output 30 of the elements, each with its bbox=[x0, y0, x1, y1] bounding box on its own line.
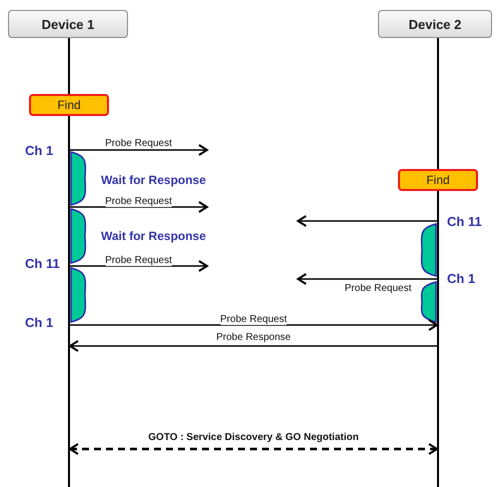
channel-label: Ch 11 bbox=[447, 214, 482, 229]
wait-note: Wait for Response bbox=[101, 173, 206, 187]
arrow bbox=[70, 144, 208, 156]
edge-label: Probe Response bbox=[216, 332, 291, 343]
arrow bbox=[297, 215, 437, 227]
find-box: Find bbox=[398, 169, 478, 191]
channel-label: Ch 1 bbox=[25, 315, 54, 330]
find-box: Find bbox=[29, 94, 109, 116]
lifeline bbox=[437, 191, 439, 487]
edge-label: Probe Request bbox=[220, 314, 287, 325]
lifeline bbox=[68, 116, 70, 487]
device-box: Device 1 bbox=[8, 10, 128, 38]
edge-label: Probe Request bbox=[344, 283, 412, 294]
channel-label: Ch 11 bbox=[25, 256, 60, 271]
arrow bbox=[70, 260, 208, 272]
edge-label: Probe Request bbox=[105, 138, 172, 149]
lifeline bbox=[68, 38, 70, 94]
channel-label: Ch 1 bbox=[447, 271, 476, 286]
edge-label: Probe Request bbox=[105, 255, 172, 266]
edge-label: Probe Request bbox=[105, 196, 172, 207]
device-box: Device 2 bbox=[378, 10, 492, 38]
arrow bbox=[297, 273, 437, 285]
wait-note: Wait for Response bbox=[101, 229, 206, 243]
lifeline bbox=[437, 38, 439, 169]
arrow bbox=[70, 319, 438, 331]
edge-label: GOTO : Service Discovery & GO Negotiation bbox=[148, 432, 359, 443]
arrow bbox=[70, 201, 208, 213]
channel-label: Ch 1 bbox=[25, 143, 54, 158]
arrow bbox=[69, 340, 437, 352]
arrow bbox=[69, 443, 438, 455]
